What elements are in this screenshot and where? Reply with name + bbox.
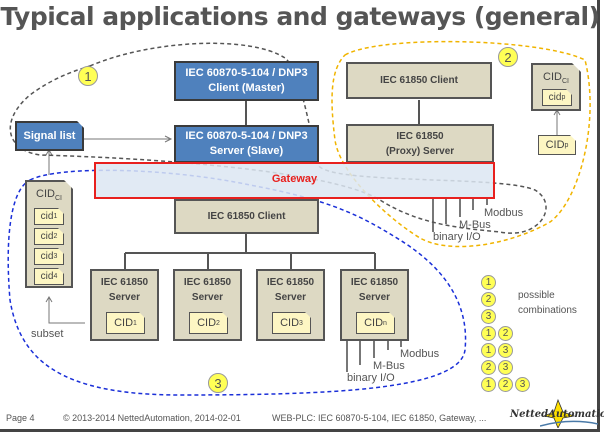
binary-io-label-top: binary I/O bbox=[433, 231, 481, 243]
slide-title: Typical applications and gateways (gener… bbox=[0, 2, 600, 31]
modbus-label-top: Modbus bbox=[484, 207, 524, 219]
dnp3-server-line1: IEC 60870-5-104 / DNP3 bbox=[185, 130, 308, 142]
combo-badge: 3 bbox=[498, 343, 513, 358]
iec61850-client-top-box: IEC 61850 Client bbox=[346, 62, 492, 99]
server-n-line2: Server bbox=[358, 292, 391, 303]
scenario-1-badge: 1 bbox=[78, 66, 98, 86]
combo-badge: 3 bbox=[498, 360, 513, 375]
dnp3-client-line1: IEC 60870-5-104 / DNP3 bbox=[185, 67, 308, 79]
footer-subject: WEB-PLC: IEC 60870-5-104, IEC 61850, Gat… bbox=[272, 413, 487, 423]
proxy-server-line2: (Proxy) Server bbox=[385, 145, 455, 157]
combo-badge: 1 bbox=[481, 343, 496, 358]
scenario-2-badge: 2 bbox=[498, 47, 518, 67]
binary-io-label-bottom: binary I/O bbox=[347, 372, 395, 384]
combo-badge: 3 bbox=[481, 309, 496, 324]
logo-text: NettedAutomation bbox=[510, 409, 604, 420]
proxy-server-box: IEC 61850 (Proxy) Server bbox=[346, 124, 494, 163]
combo-badge: 2 bbox=[498, 377, 513, 392]
iec61850-client-label: IEC 61850 Client bbox=[207, 211, 286, 222]
server-1-line2: Server bbox=[108, 292, 141, 303]
combo-badge: 3 bbox=[515, 377, 530, 392]
combo-badge: 1 bbox=[481, 275, 496, 290]
combo-badge: 1 bbox=[481, 326, 496, 341]
scenario-3-badge: 3 bbox=[208, 373, 228, 393]
combinations-label-2: combinations bbox=[518, 305, 577, 316]
scenario-2-outline bbox=[331, 40, 591, 248]
modbus-label-bottom: Modbus bbox=[400, 348, 440, 360]
proxy-server-line1: IEC 61850 bbox=[396, 130, 444, 142]
logo-star-icon bbox=[540, 398, 598, 428]
cid-ci-right-label: CIDCI bbox=[543, 71, 569, 86]
gateway-box: Gateway bbox=[94, 162, 495, 199]
dnp3-server-line2: Server (Slave) bbox=[209, 145, 284, 157]
server-2-line2: Server bbox=[191, 292, 224, 303]
server-3-line1: IEC 61850 bbox=[266, 277, 315, 288]
server-1-line1: IEC 61850 bbox=[100, 277, 149, 288]
combo-badge: 1 bbox=[481, 377, 496, 392]
iec61850-client-top-label: IEC 61850 Client bbox=[380, 75, 458, 86]
server-2-line1: IEC 61850 bbox=[183, 277, 232, 288]
footer-page: Page 4 bbox=[6, 413, 35, 423]
signal-list-label: Signal list bbox=[23, 129, 76, 142]
signal-list-box: Signal list bbox=[15, 121, 84, 151]
gateway-label: Gateway bbox=[271, 173, 318, 185]
combinations-label-1: possible bbox=[518, 290, 555, 301]
server-3-line2: Server bbox=[274, 292, 307, 303]
subset-label: subset bbox=[31, 328, 64, 340]
dnp3-client-line2: Client (Master) bbox=[208, 82, 285, 94]
iec61850-client-box: IEC 61850 Client bbox=[174, 199, 319, 234]
combo-badge: 2 bbox=[498, 326, 513, 341]
combo-badge: 2 bbox=[481, 360, 496, 375]
combo-badge: 2 bbox=[481, 292, 496, 307]
server-n-line1: IEC 61850 bbox=[350, 277, 399, 288]
mbus-label-bottom: M-Bus bbox=[373, 360, 405, 372]
mbus-label-top: M-Bus bbox=[459, 219, 491, 231]
cid-ci-left-label: CIDCI bbox=[36, 188, 62, 203]
footer-copyright: © 2013-2014 NettedAutomation, 2014-02-01 bbox=[63, 413, 241, 423]
